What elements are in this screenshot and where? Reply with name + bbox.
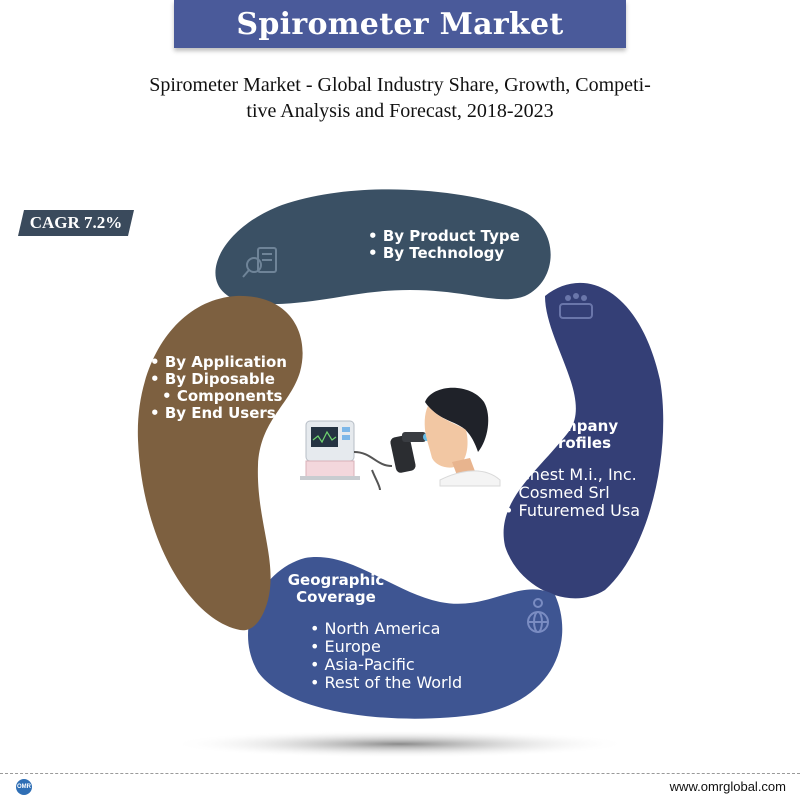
footer-url[interactable]: www.omrglobal.com	[669, 779, 786, 794]
geographic-coverage-heading-1: Geographic	[287, 571, 385, 589]
segment-left-item-2: By Diposable	[150, 371, 287, 388]
page-subtitle: Spirometer Market - Global Industry Shar…	[80, 72, 720, 124]
segment-left-item-1: By Application	[150, 354, 287, 371]
report-search-icon	[242, 247, 277, 278]
subtitle-line-2: tive Analysis and Forecast, 2018-2023	[246, 100, 554, 122]
segment-left-item-3: Components	[150, 388, 287, 405]
segment-right-item-3: Futuremed Usa	[504, 502, 654, 520]
floor-shadow	[170, 730, 630, 758]
segment-top-item-1: By Product Type	[368, 228, 520, 245]
geographic-coverage-heading-2: Coverage	[296, 588, 376, 606]
globe-location-icon	[527, 598, 549, 633]
segment-right-item-2: Cosmed Srl	[504, 484, 654, 502]
segment-bottom-item-2: Europe	[310, 638, 476, 656]
company-profiles-heading-2: Profiles	[546, 434, 612, 452]
segment-top: By Product Type By Technology	[368, 228, 520, 262]
footer-divider	[0, 773, 800, 774]
crowd-icon	[559, 293, 593, 319]
page-title: Spirometer Market	[236, 6, 564, 42]
segment-bottom: Geographic Coverage North America Europe…	[276, 572, 476, 692]
segment-right-item-1: Chest M.i., Inc.	[504, 466, 654, 484]
mouthpiece-handle	[390, 435, 416, 473]
segment-right: Company Profiles Chest M.i., Inc. Cosmed…	[504, 418, 654, 520]
segment-left: By Application By Diposable Components B…	[150, 354, 287, 422]
company-profiles-heading-1: Company	[539, 417, 619, 435]
cagr-badge: CAGR 7.2%	[18, 210, 134, 236]
segment-left-item-4: By End Users	[150, 405, 287, 422]
segment-top-item-2: By Technology	[368, 245, 520, 262]
person-shirt	[439, 470, 501, 487]
segment-bottom-item-3: Asia-Pacific	[310, 656, 476, 674]
segment-bottom-item-1: North America	[310, 620, 476, 638]
person-hair	[425, 387, 489, 452]
subtitle-line-1: Spirometer Market - Global Industry Shar…	[149, 74, 651, 96]
segment-bottom-item-4: Rest of the World	[310, 674, 476, 692]
title-banner: Spirometer Market	[174, 0, 626, 48]
spirometer-illustration	[300, 387, 501, 491]
omr-logo: OMR	[16, 779, 32, 795]
person-face	[424, 406, 468, 468]
